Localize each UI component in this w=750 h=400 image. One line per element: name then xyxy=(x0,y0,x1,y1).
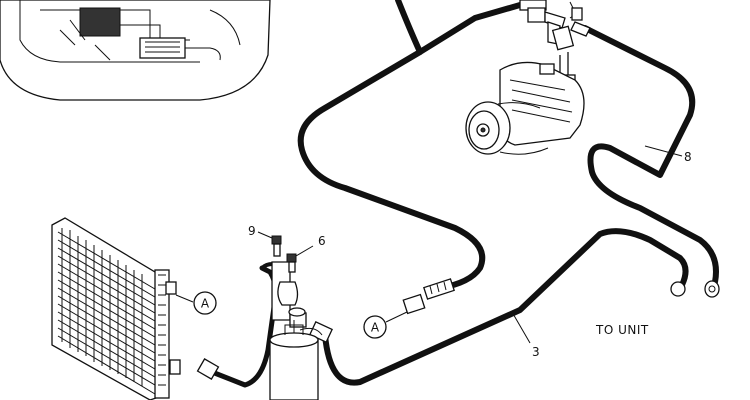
to-unit-note: TO UNIT xyxy=(595,323,649,337)
hose-discharge xyxy=(570,21,720,298)
receiver-drier xyxy=(269,261,323,400)
callout-a-center: A xyxy=(363,311,408,339)
leader-3 xyxy=(511,311,531,344)
compressor xyxy=(465,52,585,155)
leader-8 xyxy=(644,145,683,157)
hose-suction xyxy=(297,0,523,315)
pressure-switch-9 xyxy=(257,231,282,257)
callout-a-left-label: A xyxy=(201,297,210,311)
sight-glass-6 xyxy=(286,245,314,273)
evaporator-unit xyxy=(0,0,271,101)
callout-6: 6 xyxy=(318,234,326,248)
callout-a-center-label: A xyxy=(371,321,380,335)
callout-a-left: A xyxy=(175,291,217,315)
hose-liquid xyxy=(309,228,689,386)
callout-9: 9 xyxy=(248,224,256,238)
callout-8: 8 xyxy=(684,150,692,164)
callout-3: 3 xyxy=(532,345,540,359)
top-fittings xyxy=(519,0,583,51)
condenser xyxy=(51,217,181,400)
